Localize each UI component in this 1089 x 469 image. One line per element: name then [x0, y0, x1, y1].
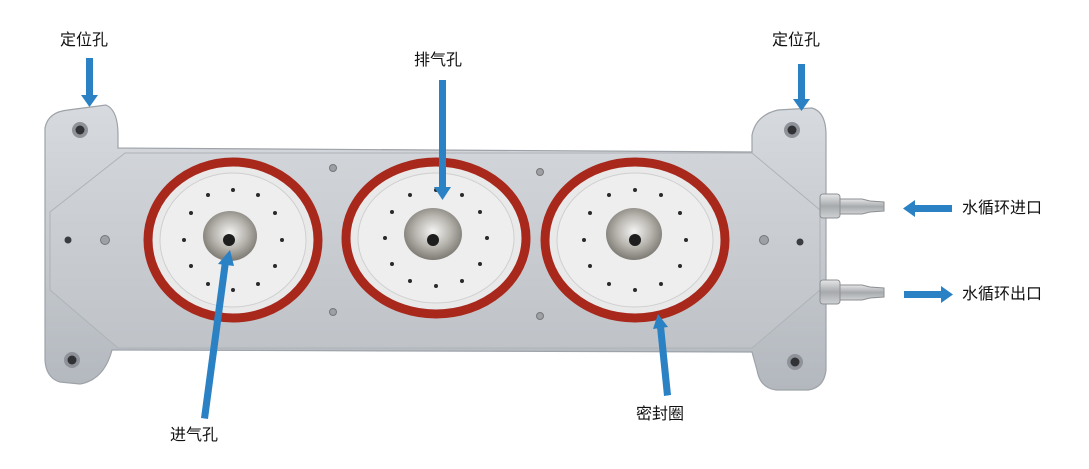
side-hole-left	[64, 236, 72, 244]
label-water-outlet: 水循环出口	[962, 284, 1043, 303]
arrow-water-outlet	[904, 286, 953, 303]
label-exhaust-hole: 排气孔	[414, 50, 463, 69]
label-locating-hole-right: 定位孔	[772, 30, 821, 49]
label-water-inlet: 水循环进口	[962, 198, 1043, 217]
locating-hole-top-right	[784, 122, 800, 138]
small-screw	[329, 164, 337, 172]
water-inlet-fitting	[819, 193, 885, 219]
chamber-3	[540, 157, 730, 323]
small-screw	[329, 308, 337, 316]
arrow-water-inlet	[903, 200, 952, 217]
label-intake-hole: 进气孔	[170, 425, 219, 444]
chamber-1	[143, 157, 323, 323]
label-seal-ring: 密封圈	[636, 404, 685, 423]
water-outlet-fitting	[819, 279, 885, 305]
arrow-seal-ring	[653, 314, 671, 396]
small-screw	[759, 235, 769, 245]
small-screw	[536, 312, 544, 320]
arrow-exhaust-hole	[434, 80, 451, 200]
screw-hole-bottom-right	[787, 354, 803, 370]
small-screw	[100, 235, 110, 245]
side-hole-right	[796, 238, 804, 246]
arrow-locating-hole-right	[793, 64, 810, 111]
arrow-locating-hole-left	[81, 58, 98, 107]
chamber-2	[341, 157, 531, 319]
label-locating-hole-left: 定位孔	[60, 30, 109, 49]
screw-hole-bottom-left	[64, 352, 80, 368]
locating-hole-top-left	[72, 122, 88, 138]
small-screw	[536, 168, 544, 176]
arrow-intake-hole	[201, 250, 234, 419]
